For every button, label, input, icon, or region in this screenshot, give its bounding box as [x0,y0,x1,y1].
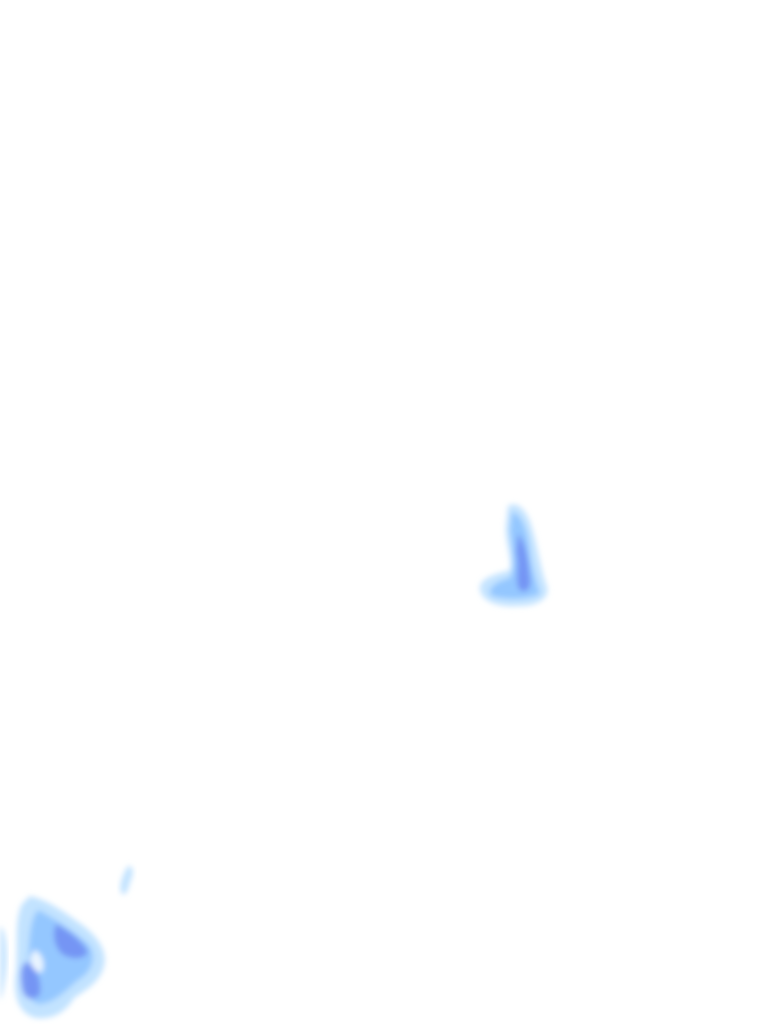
edge-echo-left [0,926,7,1000]
echo-cell-bottom-left [14,896,105,1019]
echo-streak-light [120,866,133,895]
echo-cell-center [479,504,548,607]
echo-cell-bottom-left-heavy-lower [20,962,41,999]
echo-cell-bottom-left-gap [30,950,44,973]
edge-echo-left-light [0,926,7,1000]
echo-cell-bottom-left-medium [26,910,93,1004]
echo-cell-center-heavy [516,534,531,592]
echo-cell-bottom-left-streak [120,866,133,895]
echo-cell-bottom-left-heavy-upper [54,924,88,959]
